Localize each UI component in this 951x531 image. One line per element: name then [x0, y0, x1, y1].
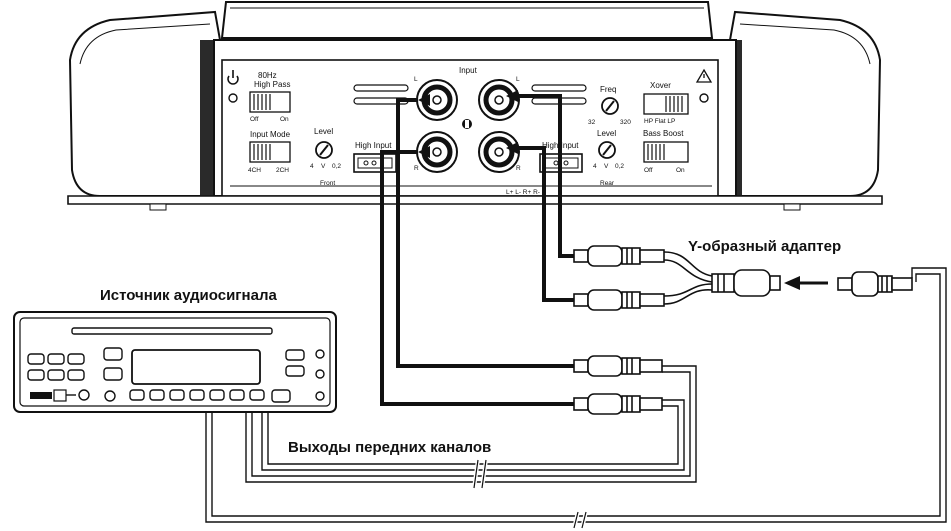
power-led [228, 93, 238, 103]
high-pass-title-2: High Pass [254, 80, 290, 89]
front-output-plugs [573, 355, 663, 415]
warning-icon [695, 68, 713, 83]
hu-button[interactable] [47, 353, 65, 365]
rca-jack-rear-left[interactable] [478, 79, 520, 121]
hu-button[interactable] [285, 349, 305, 361]
hu-button[interactable] [27, 353, 45, 365]
cable-arrow-icons [418, 90, 518, 158]
xover-switch[interactable] [643, 93, 689, 115]
level-rear-knob[interactable] [598, 141, 616, 159]
rear-rca-cables [518, 94, 574, 302]
high-input-front-label: High Input [355, 141, 392, 150]
head-unit [13, 311, 337, 413]
hu-knob[interactable] [104, 390, 116, 402]
freq-min-label: 32 [588, 119, 596, 126]
front-outputs-label: Выходы передних каналов [288, 439, 491, 456]
preset-button[interactable] [271, 389, 291, 403]
freq-max-label: 320 [620, 119, 631, 126]
preset-button[interactable] [189, 389, 205, 401]
rca-front-r-label: R [414, 165, 419, 172]
level-front-min: 4 [310, 163, 314, 170]
freq-title: Freq [600, 85, 616, 94]
hu-button[interactable] [67, 353, 85, 365]
insert-arrow-icon [784, 276, 828, 290]
preset-button[interactable] [249, 389, 265, 401]
preset-button[interactable] [169, 389, 185, 401]
bass-boost-off-label: Off [644, 167, 653, 174]
rca-jack-rear-right[interactable] [478, 131, 520, 173]
level-front-max: 0,2 [332, 163, 341, 170]
high-pass-on-label: On [280, 116, 289, 123]
y-adapter-label: Y-образный адаптер [688, 238, 841, 255]
hu-button[interactable] [103, 347, 123, 361]
front-rca-cables [380, 98, 574, 406]
protect-led [699, 93, 709, 103]
power-icon [227, 70, 239, 85]
hu-knob[interactable] [315, 369, 325, 379]
hu-knob[interactable] [315, 391, 325, 401]
y-adapter [573, 245, 781, 311]
hu-button[interactable] [67, 369, 85, 381]
amplifier: 80Hz High Pass Off On Input Mode 4CH 2CH… [67, 1, 883, 211]
source-cables [205, 267, 947, 529]
rca-front-l-label: L [414, 76, 418, 83]
hu-button[interactable] [103, 367, 123, 381]
level-front-title: Level [314, 127, 333, 136]
cd-slot [71, 327, 273, 335]
rca-rear-r-label: R [516, 165, 521, 172]
input-mode-2ch-label: 2CH [276, 167, 289, 174]
preset-button[interactable] [209, 389, 225, 401]
audio-source-label: Источник аудиосигнала [100, 287, 277, 304]
hu-knob[interactable] [315, 349, 325, 359]
hu-button[interactable] [47, 369, 65, 381]
center-screw-icon [462, 119, 472, 129]
level-rear-v: V [604, 163, 609, 170]
high-input-terminals-label: L+ L- R+ R- [506, 189, 540, 196]
preset-button[interactable] [149, 389, 165, 401]
front-section-label: Front [320, 180, 335, 187]
hu-button[interactable] [285, 365, 305, 377]
input-mode-4ch-label: 4CH [248, 167, 261, 174]
rca-rear-l-label: L [516, 76, 520, 83]
level-rear-min: 4 [593, 163, 597, 170]
preset-button[interactable] [229, 389, 245, 401]
input-title: Input [459, 66, 478, 75]
hu-button[interactable] [27, 369, 45, 381]
input-mode-title: Input Mode [250, 130, 291, 139]
head-unit-display [131, 349, 261, 385]
front-slot-deco [353, 84, 409, 105]
xover-options-label: HP Flat LP [644, 118, 675, 125]
preset-button[interactable] [129, 389, 145, 401]
level-front-v: V [321, 163, 326, 170]
bass-boost-switch[interactable] [643, 141, 689, 163]
high-pass-off-label: Off [250, 116, 259, 123]
rear-section-label: Rear [600, 180, 615, 187]
high-input-front-terminal[interactable] [353, 153, 397, 173]
level-rear-title: Level [597, 129, 616, 138]
eject-icon[interactable] [30, 389, 90, 402]
bass-boost-on-label: On [676, 167, 685, 174]
level-rear-max: 0,2 [615, 163, 624, 170]
high-pass-switch[interactable] [249, 91, 291, 113]
level-front-knob[interactable] [315, 141, 333, 159]
input-mode-switch[interactable] [249, 141, 291, 163]
bass-boost-title: Bass Boost [643, 129, 684, 138]
high-pass-title-1: 80Hz [258, 71, 277, 80]
freq-knob[interactable] [601, 97, 619, 115]
xover-title: Xover [650, 81, 671, 90]
rear-source-plug [837, 271, 913, 297]
